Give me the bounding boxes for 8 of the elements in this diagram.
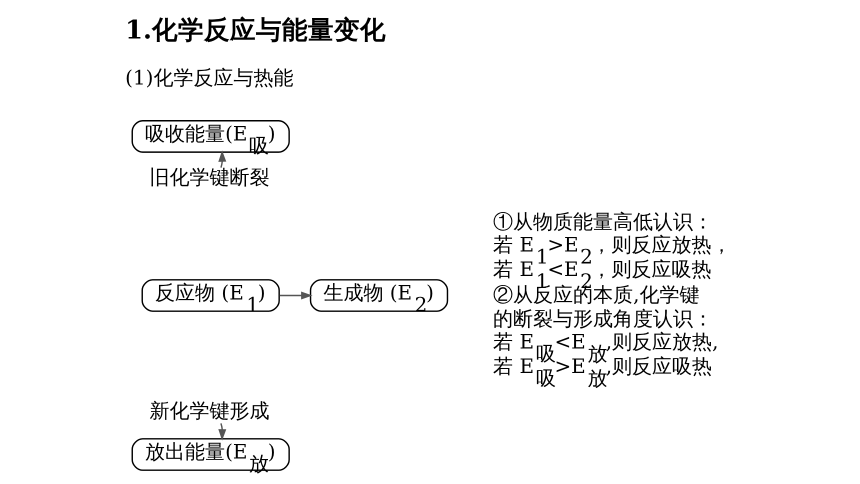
label: ①从物质能量高低认识： [493,210,714,234]
arrow [218,150,226,168]
diagram-title: 1.化学反应与能量变化 [125,16,386,46]
label: (1)化学反应与热能 [125,66,294,90]
node-text: 旧化学键断裂 [149,164,270,189]
label: 的断裂与形成角度认识： [493,306,714,331]
arrow [280,292,313,300]
node-text: 新化学键形成 [149,398,270,423]
